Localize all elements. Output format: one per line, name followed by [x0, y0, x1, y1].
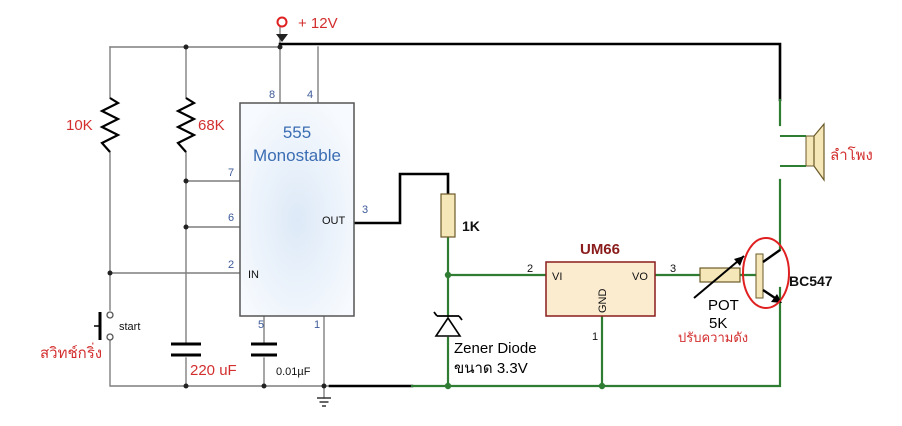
pot-name: POT	[708, 297, 739, 314]
supply-terminal: + 12V	[276, 15, 338, 42]
resistor-icon	[175, 97, 197, 153]
junction-dot	[444, 382, 452, 390]
pot-value: 5K	[709, 315, 727, 332]
green-wiring	[410, 98, 782, 388]
switch-bottom-wire	[109, 339, 331, 387]
pin-number: 7	[228, 167, 234, 179]
ic-um66-body	[545, 261, 656, 317]
resistor-icon	[99, 97, 121, 153]
highlight-circle-icon	[742, 237, 790, 309]
ic-um66: UM66 VI VO GND 2 3 1	[527, 241, 676, 343]
pin-number: 8	[269, 89, 275, 101]
ic-555-body	[239, 102, 355, 317]
junction-dot	[277, 44, 283, 50]
resistor-r2: 68K	[175, 97, 225, 153]
junction-dot	[183, 383, 189, 389]
zener-anode-icon	[434, 316, 462, 337]
ic-555-name: 555	[283, 123, 311, 142]
ic-555-mode: Monostable	[253, 146, 341, 165]
switch-label: start	[119, 321, 140, 333]
zener-diode: Zener Diode ขนาด 3.3V	[433, 311, 537, 377]
junction-dot	[321, 383, 327, 389]
ic-555-in-label: IN	[248, 269, 259, 281]
r1-value: 10K	[66, 117, 93, 134]
pin-number: 5	[258, 319, 264, 331]
main-wiring	[278, 42, 782, 388]
resistor-r1: 10K	[66, 97, 121, 153]
junction-dot	[598, 382, 606, 390]
pin-number: 1	[592, 331, 598, 343]
pin-number: 2	[527, 263, 533, 275]
potentiometer: POT 5K ปรับความดัง	[678, 255, 748, 345]
ic-555: 555 Monostable OUT IN 8 4 7 6 2 3 5 1	[228, 89, 368, 331]
junction-dot	[444, 271, 452, 279]
output-wire	[352, 172, 450, 225]
transistor-bc547: BC547	[742, 237, 833, 309]
junction-dot	[183, 44, 189, 50]
capacitor-c1: 220 uF	[171, 342, 237, 379]
junction-dot	[107, 270, 113, 276]
zener-line1: Zener Diode	[454, 340, 537, 357]
capacitor-c2: 0.01µF	[251, 342, 311, 378]
ic-555-out-label: OUT	[322, 215, 346, 227]
um66-gnd-label: GND	[597, 289, 609, 314]
start-switch: start สวิทช์กริ่ง	[40, 311, 140, 362]
um66-vo-label: VO	[632, 271, 648, 283]
resistor-icon	[440, 193, 456, 238]
switch-contact-icon	[106, 311, 114, 319]
speaker-magnet-icon	[805, 135, 815, 167]
junction-dot	[183, 178, 189, 184]
supply-arrow-icon	[276, 34, 288, 42]
um66-vi-label: VI	[552, 271, 562, 283]
c1-value: 220 uF	[190, 362, 237, 379]
bottom-ground-green	[410, 286, 782, 388]
speaker-label: ลำโพง	[830, 146, 873, 164]
ground-symbol	[317, 397, 331, 407]
transistor-base-icon	[755, 253, 764, 299]
ic-um66-name: UM66	[580, 241, 620, 258]
left-wiring	[109, 25, 331, 399]
c2-value: 0.01µF	[276, 366, 311, 378]
junctions	[107, 44, 606, 390]
switch-contact-icon	[106, 333, 114, 341]
r3-value: 1K	[462, 218, 480, 234]
junction-dot	[261, 383, 267, 389]
pot-arrowhead-icon	[734, 256, 744, 266]
r2-value: 68K	[198, 117, 225, 134]
speaker: ลำโพง	[780, 122, 873, 182]
speaker-cone-icon	[813, 122, 825, 182]
supply-terminal-icon	[276, 16, 288, 28]
pin-number: 3	[362, 204, 368, 216]
pot-adjust-arrow-icon	[693, 255, 745, 299]
switch-thai-label: สวิทช์กริ่ง	[40, 342, 102, 362]
pin-number: 3	[670, 263, 676, 275]
zener-cathode-icon	[433, 311, 463, 321]
top-12v-rail	[278, 42, 782, 102]
pin-number: 4	[307, 89, 313, 101]
pin-number: 6	[228, 212, 234, 224]
supply-label: + 12V	[298, 15, 338, 32]
transistor-collector-icon	[762, 249, 781, 263]
pin-number: 2	[228, 259, 234, 271]
pot-thai-label: ปรับความดัง	[678, 330, 748, 345]
resistor-r3: 1K	[440, 193, 480, 238]
speaker-lead-icon	[780, 135, 806, 167]
transistor-name: BC547	[789, 273, 833, 289]
pin-number: 1	[314, 319, 320, 331]
junction-dot	[183, 224, 189, 230]
zener-line2: ขนาด 3.3V	[454, 360, 528, 377]
